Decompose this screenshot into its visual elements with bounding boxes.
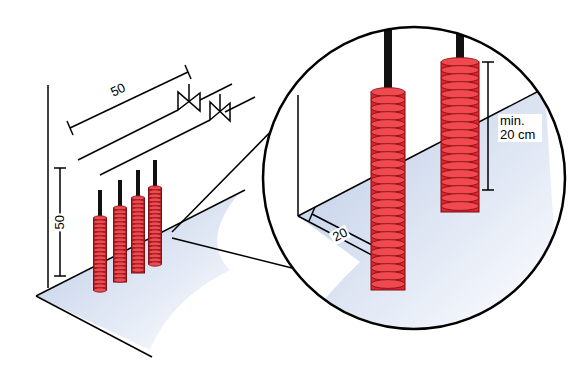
insulation-ring [114, 278, 127, 282]
insulation-ring [371, 120, 405, 129]
insulated-pipes [94, 160, 162, 292]
insulation-ring [441, 74, 479, 83]
insulation-ring [441, 90, 479, 99]
insulation-ring [371, 184, 405, 193]
insulation-ring [94, 288, 107, 292]
insulation-ring [441, 82, 479, 91]
insulation-ring [371, 88, 405, 97]
dimension-line [309, 207, 379, 254]
pipe [384, 20, 392, 94]
dimension-label: 50 [53, 213, 67, 231]
insulated-pipe [149, 160, 162, 266]
dimension-label: 50 [107, 80, 130, 101]
insulation-ring [132, 268, 145, 272]
insulation-ring [371, 152, 405, 161]
insulation-ring [371, 240, 405, 249]
insulated-pipe [94, 190, 107, 292]
insulation-ring [441, 122, 479, 131]
floor-edge [298, 80, 560, 216]
dimension-line [67, 65, 191, 135]
clearance-label: min. 20 cm [498, 114, 542, 143]
insulated-pipe [441, 20, 479, 212]
insulation [132, 198, 145, 273]
insulated-pipes [371, 20, 479, 290]
insulation-ring [371, 96, 405, 105]
insulation-ring [371, 176, 405, 185]
insulation-ring [371, 264, 405, 273]
insulation-ring [441, 194, 479, 203]
floor-edge [36, 190, 245, 296]
insulation-ring [371, 232, 405, 241]
floor-edge [36, 296, 152, 357]
insulation-ring [441, 58, 479, 67]
insulation-ring [441, 114, 479, 123]
insulation-ring [371, 192, 405, 201]
zoom-circle [263, 27, 565, 329]
insulation-ring [371, 256, 405, 265]
insulation-ring [371, 224, 405, 233]
insulated-pipe [371, 20, 405, 290]
insulation-ring [441, 186, 479, 195]
insulation-ring [371, 168, 405, 177]
pipe-run [78, 84, 255, 175]
insulation-ring [371, 160, 405, 169]
insulation-ring [371, 248, 405, 257]
dimension-line [482, 62, 494, 190]
wall-edge [47, 85, 49, 288]
insulation-ring [149, 262, 162, 266]
insulation-ring [371, 216, 405, 225]
insulation-ring [441, 162, 479, 171]
insulation [114, 208, 127, 282]
insulation-ring [441, 106, 479, 115]
insulation-ring [371, 136, 405, 145]
insulation-ring [441, 170, 479, 179]
floor-shade [298, 88, 560, 330]
zoom-ground [263, 27, 565, 329]
insulation-ring [371, 272, 405, 281]
insulation [149, 188, 162, 264]
insulation-ring [441, 66, 479, 75]
insulation [441, 62, 479, 212]
insulation-ring [441, 138, 479, 147]
insulation-ring [371, 144, 405, 153]
insulation-ring [441, 202, 479, 211]
insulation-ring [441, 178, 479, 187]
insulation [371, 92, 405, 290]
insulation-ring [441, 146, 479, 155]
insulation-ring [371, 208, 405, 217]
insulation [94, 218, 107, 290]
insulation-ring [371, 200, 405, 209]
wall-edge [297, 95, 299, 216]
insulation-ring [441, 130, 479, 139]
insulation-ring [441, 98, 479, 107]
insulation-ring [371, 128, 405, 137]
insulated-pipe [114, 180, 127, 282]
insulation-ring [371, 280, 405, 289]
insulation-ring [371, 112, 405, 121]
floor-shade [36, 192, 240, 350]
insulation-ring [371, 104, 405, 113]
insulated-pipe [132, 170, 145, 273]
insulation-ring [441, 154, 479, 163]
